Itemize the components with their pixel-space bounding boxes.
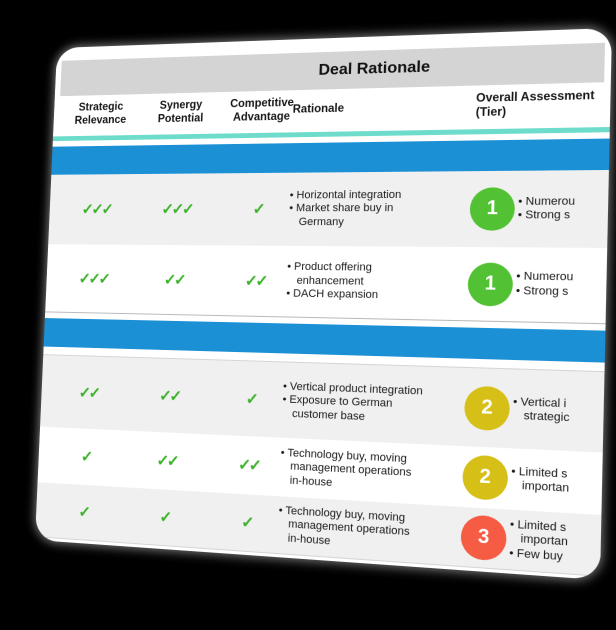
strategic-relevance-rating: ✓✓✓: [78, 270, 109, 288]
tier-badge: 2: [461, 454, 509, 502]
tier-badge: 3: [460, 514, 507, 562]
section-band-1: [51, 138, 610, 175]
strategic-relevance-rating: ✓: [78, 504, 89, 522]
assessment-cell: • Limited s importan: [510, 448, 612, 519]
assessment-cell: • Numerou • Strong s: [517, 169, 612, 248]
tier-cell: 2: [458, 368, 516, 450]
tier-cell: 1: [462, 247, 520, 321]
column-header-strategic-relevance: Strategic Relevance: [60, 92, 141, 136]
deal-rationale-card: Deal Rationale Strategic Relevance Syner…: [35, 27, 612, 581]
strategic-relevance-rating: ✓✓✓: [81, 201, 112, 218]
rationale-bullet: • DACH expansion: [286, 287, 379, 302]
tier-cell: 1: [464, 171, 522, 248]
table-row: ✓✓✓ ✓✓ ✓✓ • Product offering enhancement…: [45, 244, 608, 325]
competitive-advantage-rating: ✓: [240, 514, 253, 533]
strategic-relevance-rating: ✓: [80, 448, 92, 466]
assessment-bullet: • Strong s: [515, 284, 569, 298]
header-line: Relevance: [74, 113, 127, 127]
synergy-potential-rating: ✓✓✓: [161, 201, 193, 219]
synergy-potential-rating: ✓✓: [163, 271, 185, 289]
synergy-potential-rating: ✓✓: [156, 452, 178, 471]
synergy-potential-rating: ✓: [159, 509, 171, 527]
assessment-cell: • Limited s importan • Few buy: [509, 510, 612, 580]
strategic-relevance-rating: ✓✓: [78, 384, 99, 403]
column-header-rationale: Rationale: [292, 85, 414, 132]
tier-cell: 2: [456, 446, 514, 510]
synergy-potential-rating: ✓✓: [158, 387, 181, 406]
tier-badge: 2: [463, 385, 511, 432]
assessment-bullet: • Numerou: [518, 194, 576, 208]
tier-cell: 3: [455, 507, 513, 570]
assessment-bullet: • Strong s: [517, 208, 571, 222]
header-line: Advantage: [232, 110, 291, 124]
rationale-bullet: • Market share buy in: [289, 202, 394, 215]
column-header-synergy-potential: Synergy Potential: [140, 90, 222, 135]
rationale-bullet-continuation: Germany: [298, 215, 345, 228]
rationale-cell: • Product offering enhancement • DACH ex…: [286, 246, 464, 320]
assessment-bullet-continuation: strategic: [523, 409, 570, 425]
tier-badge: 1: [467, 261, 514, 307]
assessment-cell: • Numerou • Strong s: [515, 247, 612, 324]
tier-badge: 1: [469, 187, 516, 231]
rationale-cell: • Technology buy, moving management oper…: [279, 438, 458, 507]
assessment-cell: • Vertical i strategic: [512, 369, 612, 456]
rationale-cell: • Technology buy, moving management oper…: [277, 496, 456, 565]
header-line: Rationale: [292, 102, 345, 116]
rationale-bullet: • Horizontal integration: [289, 188, 402, 202]
table-row: ✓✓✓ ✓✓✓ ✓ • Horizontal integration • Mar…: [48, 169, 612, 249]
page-title: Deal Rationale: [318, 58, 431, 79]
column-header-competitive-advantage: Competitive Advantage: [220, 88, 303, 134]
rationale-cell: • Vertical product integration • Exposur…: [281, 362, 460, 446]
header-line: Potential: [157, 112, 204, 125]
rationale-cell: • Horizontal integration • Market share …: [288, 171, 466, 247]
column-header-overall-assessment-tier: Overall Assessment (Tier): [475, 78, 612, 129]
